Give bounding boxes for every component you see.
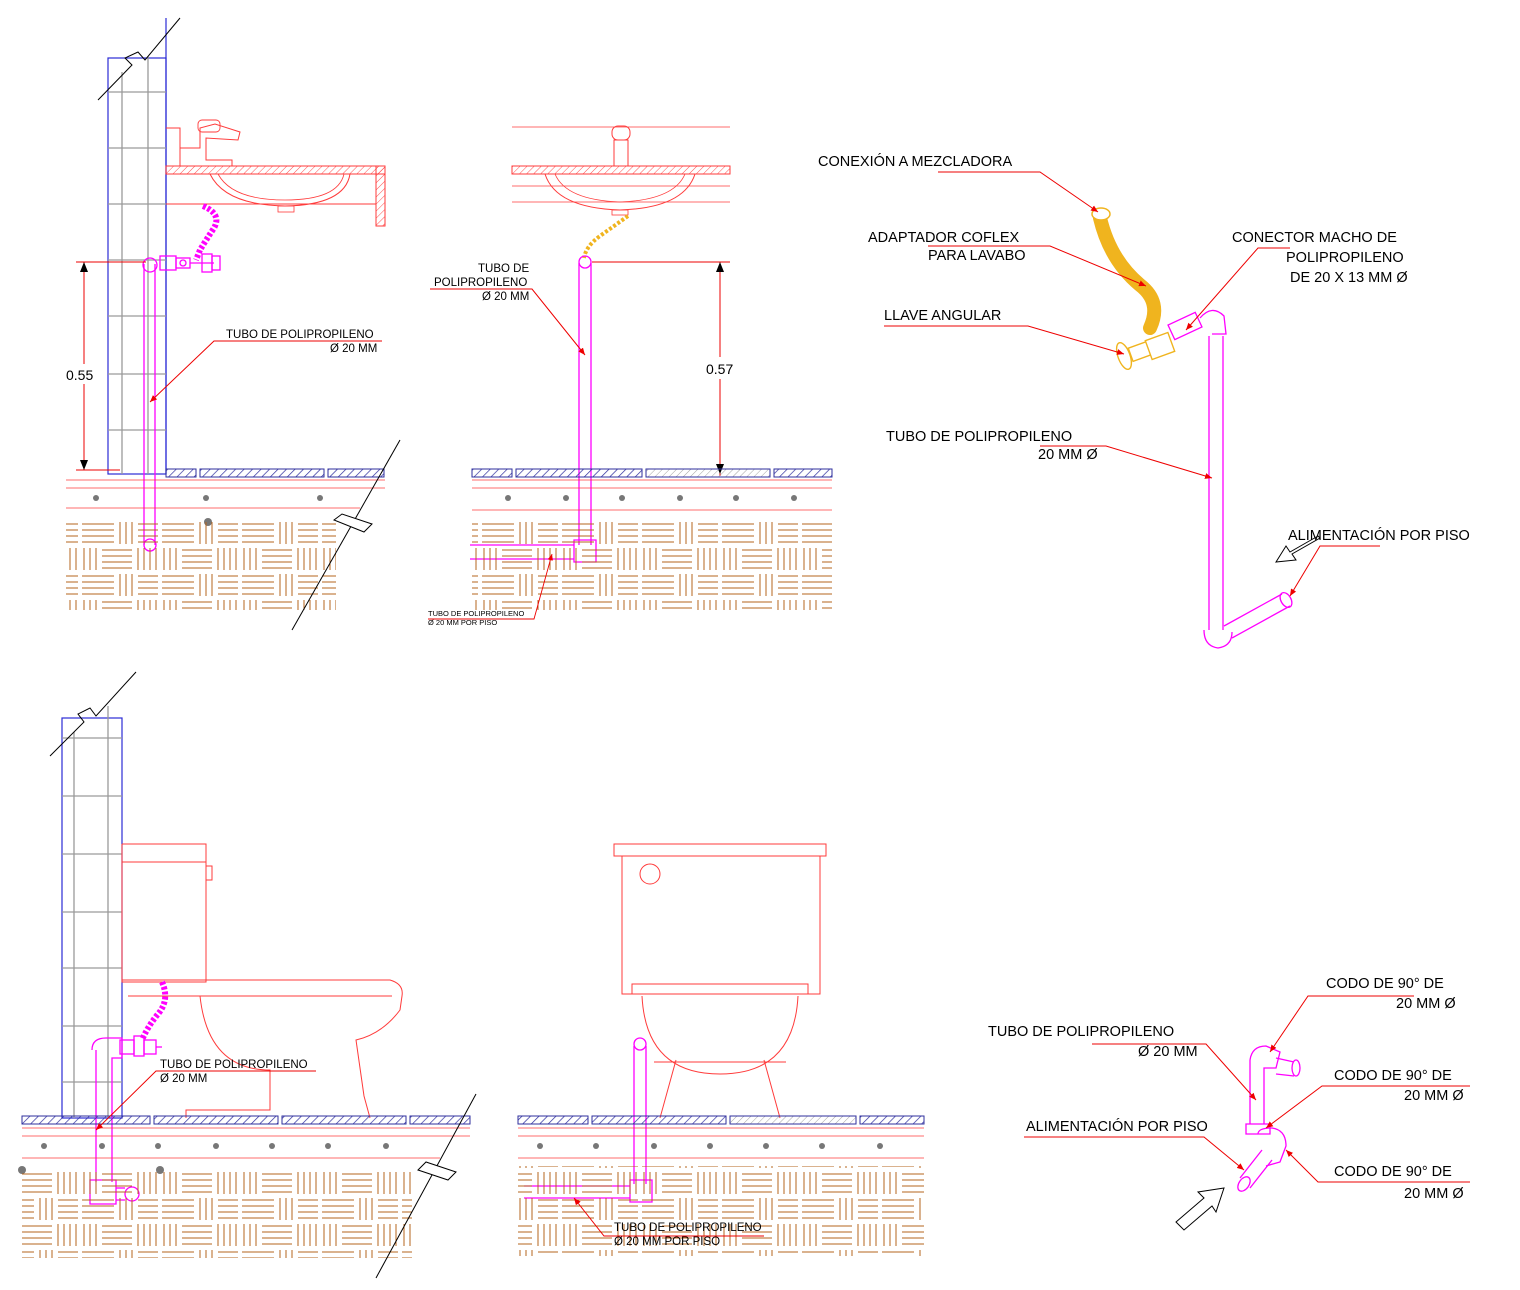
feed-arrow bbox=[1175, 1187, 1225, 1231]
toilet-side-view bbox=[121, 843, 403, 1119]
svg-text:CONECTOR MACHO DE: CONECTOR MACHO DE bbox=[1232, 230, 1397, 246]
tiled-wall bbox=[97, 17, 181, 475]
callouts: CONEXIÓN A MEZCLADORA ADAPTADOR COFLEX P… bbox=[818, 153, 1470, 597]
angle-valve bbox=[119, 1035, 162, 1057]
svg-text:Ø 20 MM POR PISO: Ø 20 MM POR PISO bbox=[614, 1236, 720, 1248]
pipe-assembly bbox=[1237, 1045, 1301, 1192]
tiled-wall bbox=[49, 671, 137, 1119]
flex-hose bbox=[582, 214, 630, 259]
dimension-055: 0.55 bbox=[64, 261, 146, 471]
svg-text:ADAPTADOR COFLEX: ADAPTADOR COFLEX bbox=[868, 230, 1020, 246]
floor-slab bbox=[471, 468, 833, 610]
flex-hose bbox=[193, 203, 220, 262]
floor-pipe-label: TUBO DE POLIPROPILENO Ø 20 MM POR PISO bbox=[573, 1197, 764, 1248]
svg-text:CODO DE 90° DE: CODO DE 90° DE bbox=[1334, 1068, 1452, 1084]
svg-text:ALIMENTACIÓN POR PISO: ALIMENTACIÓN POR PISO bbox=[1026, 1118, 1208, 1135]
svg-text:20 MM Ø: 20 MM Ø bbox=[1396, 996, 1456, 1012]
lavatory-isometric: CONEXIÓN A MEZCLADORA ADAPTADOR COFLEX P… bbox=[818, 153, 1470, 649]
dimension-057: 0.57 bbox=[592, 261, 742, 476]
dimension-value: 0.55 bbox=[66, 367, 93, 383]
toilet-side-section: TUBO DE POLIPROPILENO Ø 20 MM bbox=[18, 671, 477, 1279]
svg-text:POLIPROPILENO: POLIPROPILENO bbox=[434, 277, 527, 289]
floor-slab bbox=[517, 1115, 925, 1256]
svg-text:Ø 20 MM: Ø 20 MM bbox=[330, 343, 377, 355]
flex-hose bbox=[139, 980, 169, 1042]
svg-text:CODO DE 90° DE: CODO DE 90° DE bbox=[1326, 976, 1444, 992]
svg-text:20 MM Ø: 20 MM Ø bbox=[1038, 447, 1098, 463]
svg-text:CODO DE 90° DE: CODO DE 90° DE bbox=[1334, 1164, 1452, 1180]
pipe-riser bbox=[142, 257, 158, 552]
svg-text:LLAVE ANGULAR: LLAVE ANGULAR bbox=[884, 308, 1001, 324]
svg-text:Ø 20 MM: Ø 20 MM bbox=[1138, 1044, 1198, 1060]
svg-text:20 MM Ø: 20 MM Ø bbox=[1404, 1088, 1464, 1104]
pipe-label: TUBO DE POLIPROPILENO Ø 20 MM bbox=[430, 263, 586, 356]
svg-text:ALIMENTACIÓN POR PISO: ALIMENTACIÓN POR PISO bbox=[1288, 527, 1470, 544]
male-connector bbox=[1167, 311, 1203, 341]
svg-text:Ø 20 MM POR PISO: Ø 20 MM POR PISO bbox=[428, 618, 497, 627]
floor-slab bbox=[66, 439, 401, 631]
svg-text:DE 20 X 13 MM Ø: DE 20 X 13 MM Ø bbox=[1290, 270, 1408, 286]
feed-arrow bbox=[1275, 535, 1321, 563]
svg-text:TUBO DE POLIPROPILENO: TUBO DE POLIPROPILENO bbox=[614, 1222, 762, 1234]
svg-text:CONEXIÓN A MEZCLADORA: CONEXIÓN A MEZCLADORA bbox=[818, 153, 1013, 170]
svg-text:20 MM Ø: 20 MM Ø bbox=[1404, 1186, 1464, 1202]
svg-text:TUBO DE POLIPROPILENO: TUBO DE POLIPROPILENO bbox=[988, 1024, 1174, 1040]
pipe-run bbox=[1199, 309, 1293, 649]
svg-text:TUBO DE POLIPROPILENO: TUBO DE POLIPROPILENO bbox=[428, 609, 524, 618]
pipe-label: TUBO DE POLIPROPILENO Ø 20 MM bbox=[149, 329, 382, 403]
svg-text:Ø 20 MM: Ø 20 MM bbox=[160, 1073, 207, 1085]
lavatory-counter bbox=[165, 119, 386, 227]
toilet-isometric: CODO DE 90° DE 20 MM Ø TUBO DE POLIPROPI… bbox=[988, 976, 1470, 1231]
svg-text:PARA LAVABO: PARA LAVABO bbox=[928, 248, 1026, 264]
lavatory-front-section: 0.57 TUBO DE POLIPROPILENO Ø 20 MM TUBO … bbox=[428, 125, 833, 627]
svg-text:TUBO DE: TUBO DE bbox=[478, 263, 529, 275]
svg-text:TUBO DE POLIPROPILENO: TUBO DE POLIPROPILENO bbox=[160, 1059, 308, 1071]
callouts: CODO DE 90° DE 20 MM Ø TUBO DE POLIPROPI… bbox=[988, 976, 1470, 1202]
toilet-front-section: TUBO DE POLIPROPILENO Ø 20 MM POR PISO bbox=[517, 843, 925, 1256]
lavatory-side-section: 0.55 TUBO DE POLIPROPILENO Ø 20 MM bbox=[64, 17, 401, 631]
toilet-front-view bbox=[613, 843, 827, 1119]
svg-text:TUBO DE POLIPROPILENO: TUBO DE POLIPROPILENO bbox=[226, 329, 374, 341]
pipe-label: TUBO DE POLIPROPILENO Ø 20 MM bbox=[95, 1059, 316, 1131]
svg-text:TUBO DE POLIPROPILENO: TUBO DE POLIPROPILENO bbox=[886, 429, 1072, 445]
floor-slab bbox=[18, 1093, 477, 1279]
svg-text:POLIPROPILENO: POLIPROPILENO bbox=[1286, 250, 1404, 266]
svg-text:Ø 20 MM: Ø 20 MM bbox=[482, 291, 529, 303]
angle-valve bbox=[1115, 331, 1176, 371]
floor-pipe-label: TUBO DE POLIPROPILENO Ø 20 MM POR PISO bbox=[428, 553, 553, 627]
angle-valve bbox=[159, 253, 221, 273]
dimension-value: 0.57 bbox=[706, 361, 733, 377]
